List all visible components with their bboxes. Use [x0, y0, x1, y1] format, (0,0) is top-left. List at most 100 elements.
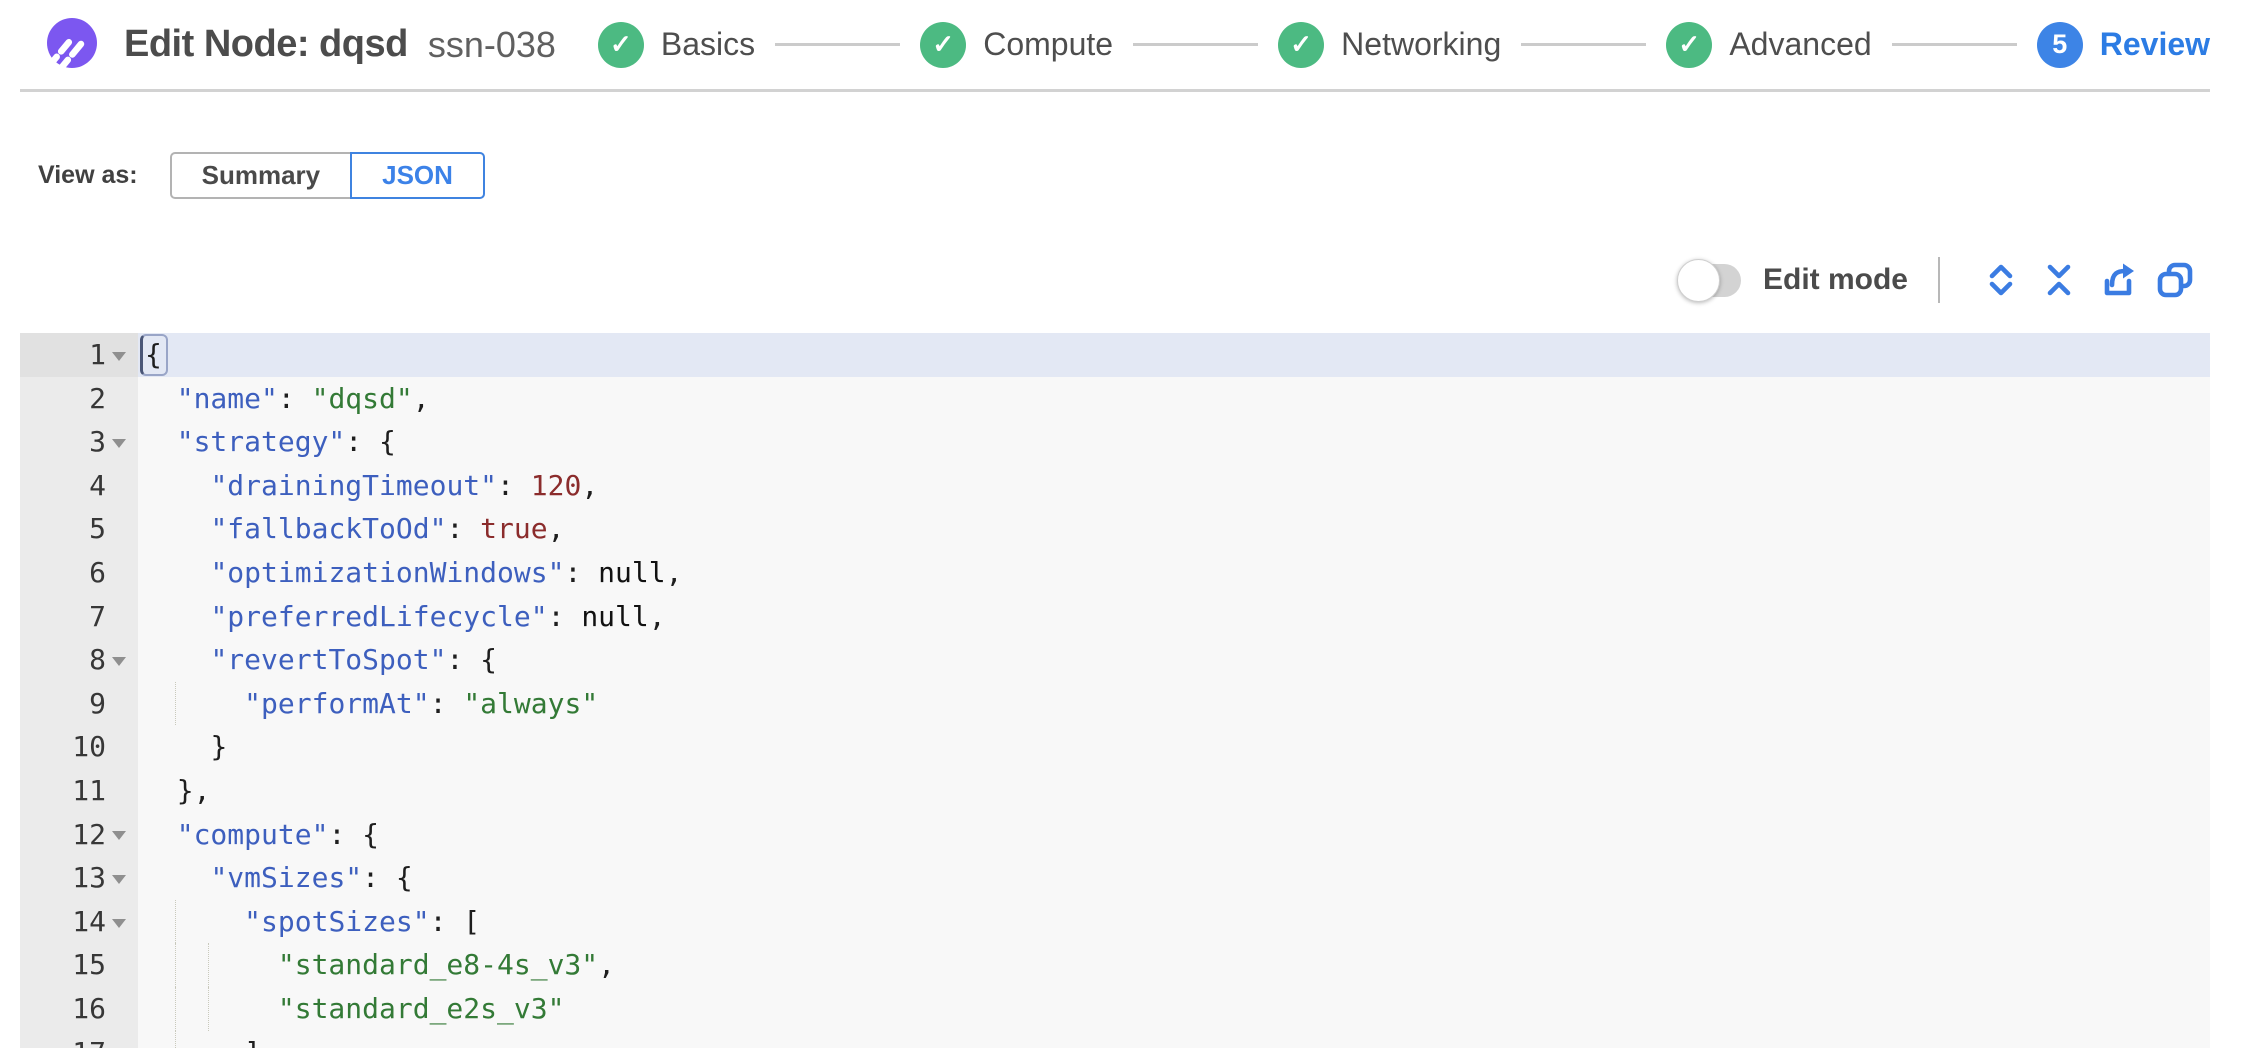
line-gutter: 13	[20, 856, 138, 900]
code-line[interactable]: 2 "name": "dqsd",	[20, 376, 2210, 421]
code-line-content[interactable]: "vmSizes": {	[138, 856, 2210, 900]
indent-guide	[174, 943, 176, 987]
fold-arrow-icon[interactable]	[106, 900, 132, 944]
code-line-content[interactable]: "spotSizes": [	[138, 899, 2210, 944]
token-pun: ,	[412, 381, 430, 415]
code-line[interactable]: 7 "preferredLifecycle": null,	[20, 594, 2210, 639]
edit-mode-toggle[interactable]	[1676, 258, 1741, 302]
code-line[interactable]: 4 "drainingTimeout": 120,	[20, 463, 2210, 508]
code-line-content[interactable]: }	[138, 725, 2210, 769]
step-label: Review	[2099, 26, 2211, 62]
token-pun: ,	[665, 555, 683, 589]
code-line-content[interactable]: "strategy": {	[138, 420, 2210, 464]
line-gutter: 7	[20, 594, 138, 639]
token-ws	[143, 600, 210, 633]
code-line[interactable]: 8 "revertToSpot": {	[20, 638, 2210, 682]
fold-spacer	[106, 377, 132, 421]
line-number: 4	[89, 468, 106, 502]
edit-mode-label: Edit mode	[1762, 263, 1908, 296]
token-ws	[143, 861, 210, 894]
line-gutter: 12	[20, 812, 138, 857]
line-gutter: 2	[20, 376, 138, 421]
token-pun: ,	[581, 468, 599, 502]
copy-icon[interactable]	[2152, 257, 2198, 303]
code-line[interactable]: 15 "standard_e8-4s_v3",	[20, 943, 2210, 987]
token-key: "compute"	[176, 817, 329, 851]
fold-spacer	[106, 551, 132, 595]
step-connector	[1133, 43, 1259, 46]
page-title: Edit Node: dqsd	[124, 23, 408, 65]
export-icon[interactable]	[2094, 257, 2140, 303]
token-pun: },	[176, 773, 211, 807]
fold-spacer	[106, 682, 132, 726]
code-line-content[interactable]: "fallbackToOd": true,	[138, 507, 2210, 551]
indent-guide	[208, 943, 210, 987]
code-line[interactable]: 6 "optimizationWindows": null,	[20, 550, 2210, 595]
line-number: 16	[72, 991, 106, 1025]
code-line-content[interactable]: "drainingTimeout": 120,	[138, 464, 2210, 508]
token-ws	[143, 818, 177, 851]
code-line-content[interactable]: "standard_e8-4s_v3",	[138, 943, 2210, 987]
code-line[interactable]: 13 "vmSizes": {	[20, 856, 2210, 900]
code-line[interactable]: 17 ],	[20, 1030, 2210, 1048]
indent-guide	[174, 681, 176, 726]
token-pun: }	[210, 730, 228, 764]
collapse-all-icon[interactable]	[2036, 257, 2082, 303]
code-line-content[interactable]: "name": "dqsd",	[138, 377, 2210, 421]
code-line[interactable]: 5 "fallbackToOd": true,	[20, 507, 2210, 551]
token-str: "dqsd"	[311, 381, 413, 415]
code-line-content[interactable]: "standard_e2s_v3"	[138, 986, 2210, 1031]
token-ws	[143, 730, 210, 763]
code-line[interactable]: 3 "strategy": {	[20, 420, 2210, 464]
toggle-knob[interactable]	[1676, 258, 1720, 302]
code-line[interactable]: 9 "performAt": "always"	[20, 681, 2210, 726]
json-editor[interactable]: 1{2 "name": "dqsd",3 "strategy": {4 "dra…	[20, 333, 2210, 1048]
line-number: 13	[72, 861, 106, 895]
fold-arrow-icon[interactable]	[106, 638, 132, 682]
code-line[interactable]: 16 "standard_e2s_v3"	[20, 986, 2210, 1031]
code-line-content[interactable]: {	[138, 333, 2210, 377]
code-line-content[interactable]: ],	[138, 1030, 2210, 1048]
code-line[interactable]: 11 },	[20, 768, 2210, 813]
code-line-content[interactable]: "compute": {	[138, 813, 2210, 857]
code-line-content[interactable]: "revertToSpot": {	[138, 638, 2210, 682]
step-basics[interactable]: ✓Basics	[597, 21, 755, 68]
token-key: "fallbackToOd"	[210, 512, 447, 546]
line-gutter: 10	[20, 725, 138, 769]
fold-spacer	[106, 507, 132, 551]
code-line[interactable]: 12 "compute": {	[20, 812, 2210, 857]
line-gutter: 15	[20, 943, 138, 987]
code-line[interactable]: 14 "spotSizes": [	[20, 899, 2210, 944]
fold-arrow-icon[interactable]	[106, 813, 132, 857]
expand-all-icon[interactable]	[1978, 257, 2024, 303]
code-line[interactable]: 1{	[20, 333, 2210, 377]
code-line-content[interactable]: "preferredLifecycle": null,	[138, 595, 2210, 639]
token-key: "spotSizes"	[244, 904, 430, 938]
view-as-label: View as:	[38, 161, 138, 189]
view-as-summary-button[interactable]: Summary	[169, 152, 351, 199]
token-str: "always"	[463, 686, 599, 720]
code-line-content[interactable]: "optimizationWindows": null,	[138, 551, 2210, 595]
fold-arrow-icon[interactable]	[106, 333, 132, 377]
token-pun: :	[547, 599, 582, 633]
step-compute[interactable]: ✓Compute	[920, 21, 1113, 68]
line-number: 12	[72, 817, 106, 851]
line-number: 17	[72, 1031, 106, 1048]
step-advanced[interactable]: ✓Advanced	[1666, 21, 1872, 68]
token-pun: :	[429, 686, 464, 720]
token-pun: ,	[598, 948, 616, 982]
token-null: null	[598, 555, 666, 589]
view-as-json-button[interactable]: JSON	[350, 152, 485, 199]
fold-arrow-icon[interactable]	[106, 856, 132, 900]
token-pun: : {	[362, 861, 413, 895]
token-pun: : {	[328, 817, 380, 851]
editor-toolbar: Edit mode	[20, 255, 2210, 305]
fold-arrow-icon[interactable]	[106, 420, 132, 464]
code-line-content[interactable]: "performAt": "always"	[138, 681, 2210, 726]
step-networking[interactable]: ✓Networking	[1278, 21, 1501, 68]
code-line-content[interactable]: },	[138, 769, 2210, 813]
code-line[interactable]: 10 }	[20, 725, 2210, 769]
